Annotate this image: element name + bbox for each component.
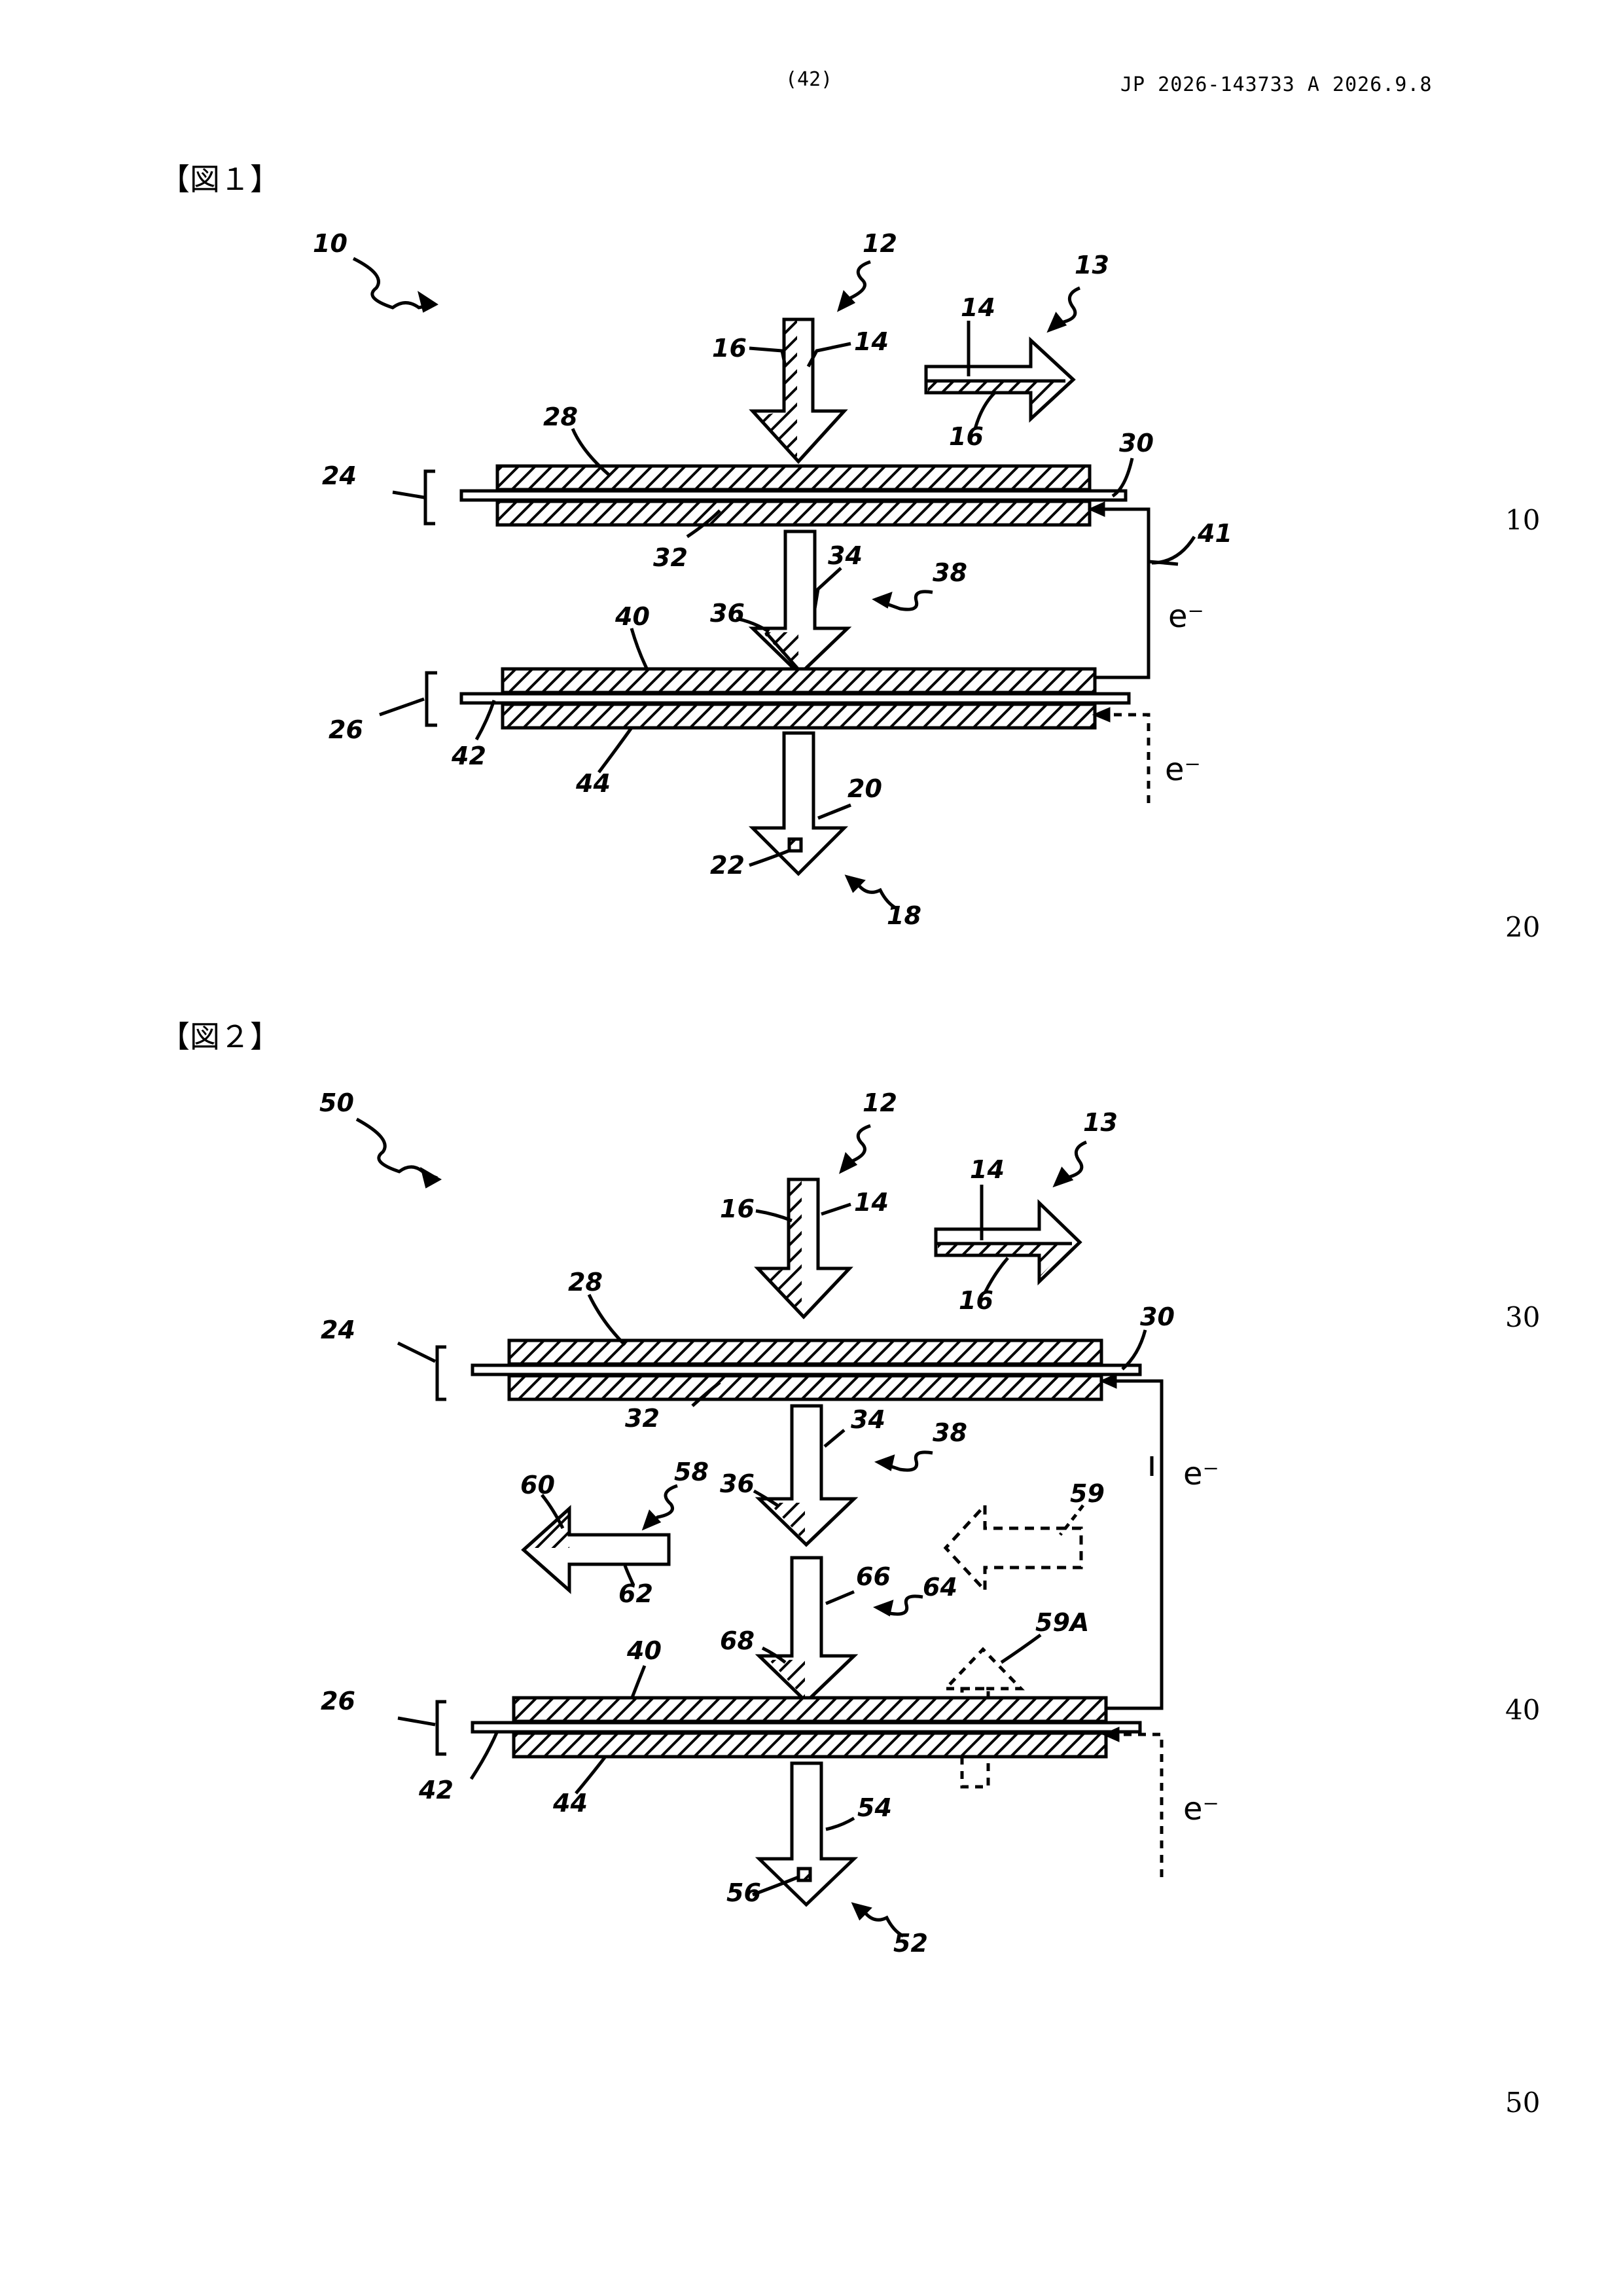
ref-16-left-fig2: 16 — [720, 1194, 755, 1223]
ref-14-right-fig2: 14 — [970, 1155, 1005, 1184]
ref-34-fig2: 34 — [851, 1405, 885, 1434]
arrow-13-output-fig2 — [936, 1203, 1080, 1282]
ref-59A: 59A — [1035, 1608, 1089, 1637]
ref-30-fig2: 30 — [1140, 1302, 1175, 1331]
ref-62: 62 — [618, 1579, 653, 1608]
ref-50: 50 — [319, 1088, 354, 1117]
ref-38-fig2: 38 — [933, 1418, 967, 1447]
ref-59: 59 — [1070, 1479, 1105, 1508]
ref-14-left-fig2: 14 — [854, 1188, 889, 1217]
ref-68: 68 — [720, 1626, 755, 1655]
ref-56: 56 — [726, 1878, 761, 1907]
squiggle-arrow-50 — [357, 1119, 437, 1178]
ref-16-right-fig2: 16 — [959, 1286, 993, 1315]
ref-66: 66 — [856, 1562, 891, 1591]
electron-label-bottom-fig2: e⁻ — [1183, 1791, 1219, 1827]
ref-40-fig2: 40 — [626, 1636, 662, 1665]
arrow-38-fig2 — [759, 1406, 854, 1545]
ref-52: 52 — [893, 1929, 928, 1958]
arrow-64 — [759, 1558, 854, 1702]
arrow-12-input-fig2 — [758, 1179, 849, 1317]
ref-44-fig2: 44 — [552, 1789, 588, 1818]
ref-26-fig2: 26 — [321, 1687, 355, 1715]
ref-54: 54 — [857, 1793, 892, 1822]
ref-58: 58 — [674, 1458, 709, 1486]
electrode-24-fig2 — [473, 1340, 1140, 1399]
arrow-52-output — [759, 1763, 854, 1905]
ref-24-fig2: 24 — [321, 1316, 355, 1344]
ref-36-fig2: 36 — [720, 1469, 755, 1498]
ref-13-fig2: 13 — [1083, 1108, 1118, 1137]
ref-32-fig2: 32 — [625, 1404, 660, 1433]
ref-28-fig2: 28 — [568, 1268, 603, 1297]
ref-12-fig2: 12 — [863, 1088, 897, 1117]
arrow-59-dashed — [946, 1505, 1081, 1590]
ref-64: 64 — [923, 1573, 957, 1602]
electron-label-top-fig2: e⁻ — [1183, 1456, 1219, 1492]
ref-42-fig2: 42 — [418, 1776, 454, 1804]
ref-60: 60 — [520, 1471, 555, 1499]
electrode-26-fig2 — [473, 1698, 1140, 1757]
